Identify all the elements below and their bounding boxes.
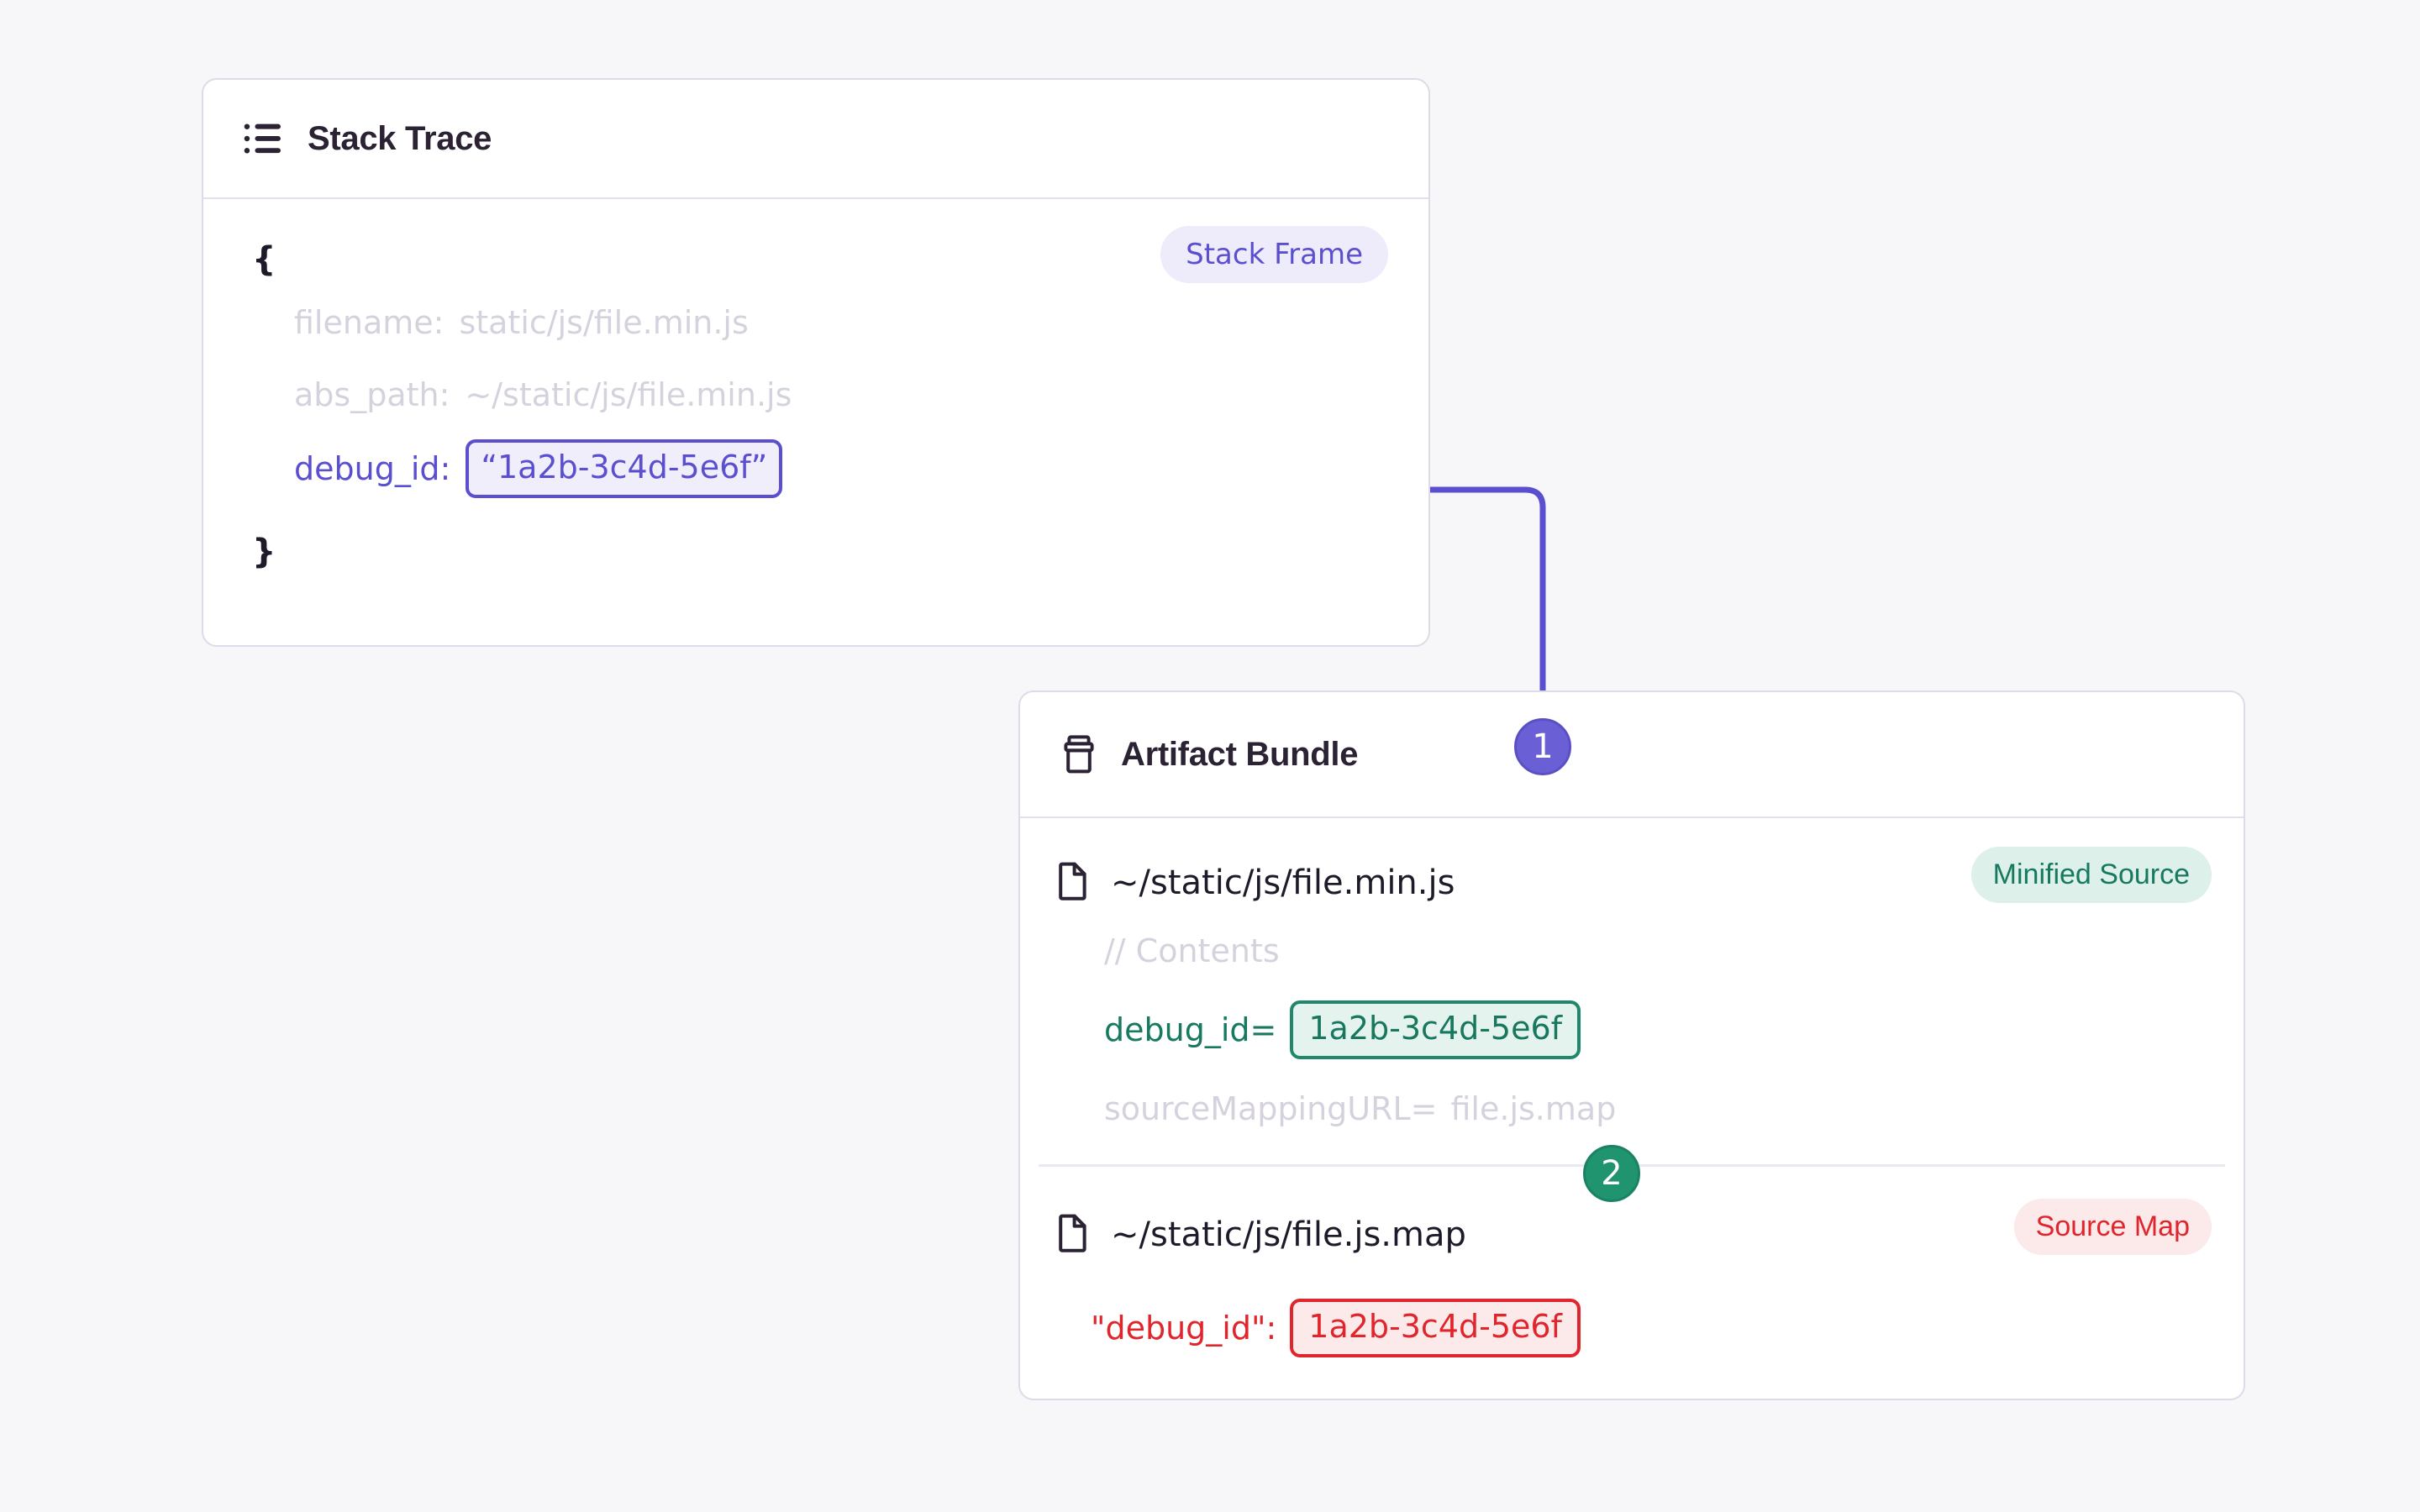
line-debug-id-minified[interactable]: debug_id= 1a2b-3c4d-5e6f (1020, 990, 2244, 1070)
field-debug-id[interactable]: debug_id: “1a2b-3c4d-5e6f” (203, 431, 1428, 507)
artifact-bundle-card: Artifact Bundle ~/static/js/file.min.js … (1018, 690, 2245, 1400)
line-source-mapping-url-key: sourceMappingURL= (1104, 1090, 1438, 1127)
status-badge-minified-source: Minified Source (1970, 847, 2212, 903)
stack-trace-card: Stack Trace Stack Frame { filename: stat… (202, 78, 1430, 647)
step-marker-2: 2 (1583, 1145, 1640, 1202)
stack-trace-header-divider (203, 197, 1428, 199)
stack-trace-body: Stack Frame { filename: static/js/file.m… (203, 199, 1428, 569)
field-filename-value: static/js/file.min.js (459, 304, 749, 341)
stack-trace-header: Stack Trace (203, 80, 1428, 197)
debug-id-value-chip-stack-trace[interactable]: “1a2b-3c4d-5e6f” (466, 439, 783, 498)
line-contents-comment-text: // Contents (1104, 932, 1280, 969)
line-source-mapping-url-value: file.js.map (1450, 1090, 1617, 1127)
file-row-source-map[interactable]: ~/static/js/file.js.map (1020, 1205, 2244, 1264)
status-badge-stack-frame: Stack Frame (1160, 226, 1388, 283)
step-marker-1: 1 (1514, 718, 1571, 775)
field-filename: filename: static/js/file.min.js (203, 286, 1428, 359)
line-debug-id-minified-key: debug_id= (1104, 1011, 1277, 1048)
file-name-source-map: ~/static/js/file.js.map (1111, 1215, 1466, 1254)
artifact-bundle-header: Artifact Bundle (1020, 692, 2244, 816)
field-abs-path-value: ~/static/js/file.min.js (465, 376, 792, 413)
field-debug-id-key: debug_id: (294, 450, 451, 487)
debug-id-value-chip-source-map[interactable]: 1a2b-3c4d-5e6f (1290, 1299, 1581, 1357)
archive-box-icon (1060, 735, 1097, 774)
file-icon (1057, 862, 1089, 905)
file-name-minified-source: ~/static/js/file.min.js (1111, 864, 1455, 902)
stack-trace-title: Stack Trace (308, 119, 492, 157)
file-icon (1057, 1214, 1089, 1257)
debug-id-value-chip-minified-source[interactable]: 1a2b-3c4d-5e6f (1290, 1000, 1581, 1059)
field-abs-path: abs_path: ~/static/js/file.min.js (203, 359, 1428, 431)
status-badge-source-map: Source Map (2013, 1199, 2212, 1255)
field-filename-key: filename: (294, 304, 445, 341)
list-icon (244, 122, 282, 155)
file-block-minified-source: ~/static/js/file.min.js Minified Source … (1020, 818, 2244, 1164)
line-source-mapping-url: sourceMappingURL= file.js.map (1020, 1070, 2244, 1147)
artifact-bundle-title: Artifact Bundle (1121, 735, 1359, 773)
line-debug-id-source-map-key: "debug_id": (1091, 1310, 1277, 1347)
line-debug-id-source-map[interactable]: "debug_id": 1a2b-3c4d-5e6f (1020, 1264, 2244, 1368)
close-brace: } (252, 533, 276, 571)
field-abs-path-key: abs_path: (294, 376, 450, 413)
artifact-bundle-header-divider (1020, 816, 2244, 818)
open-brace: { (252, 240, 276, 279)
file-block-source-map: ~/static/js/file.js.map Source Map "debu… (1020, 1167, 2244, 1385)
line-contents-comment: // Contents (1020, 912, 2244, 990)
